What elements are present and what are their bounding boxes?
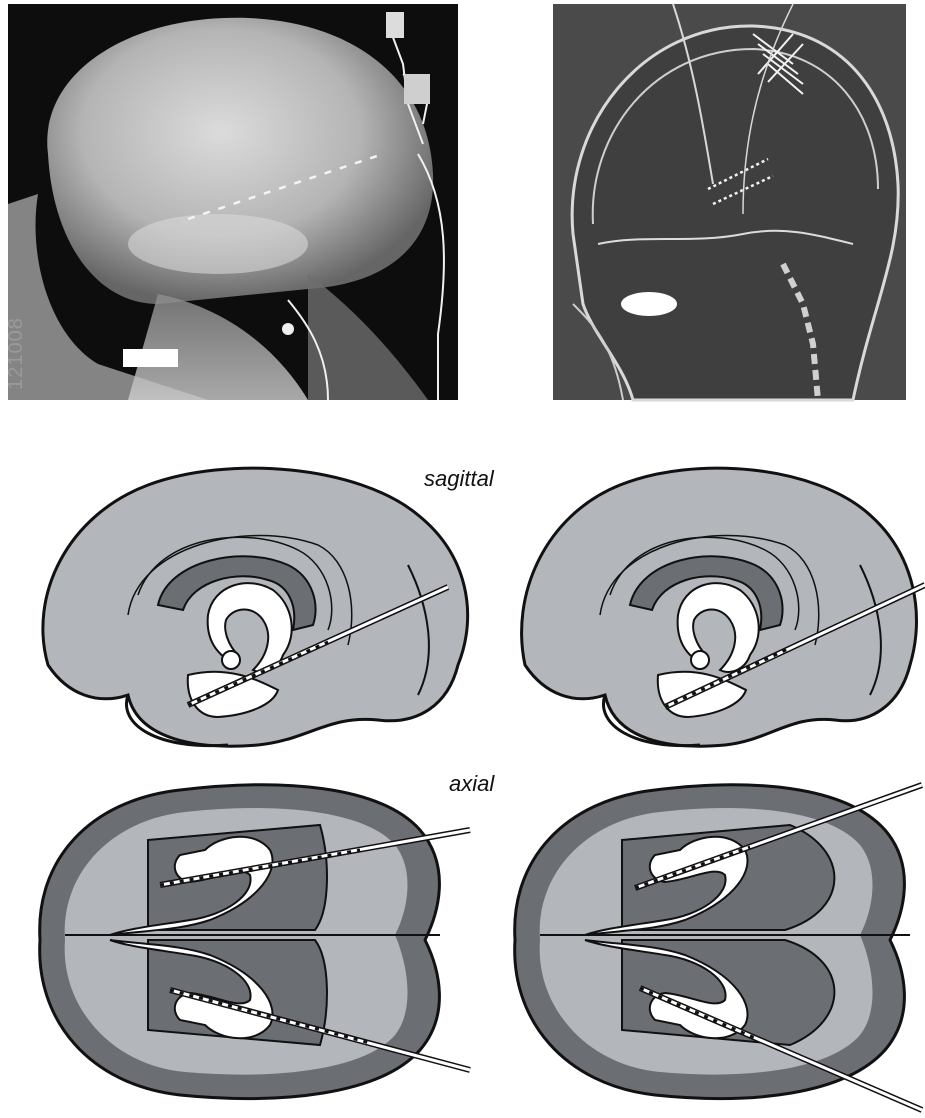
- sagittal-diagram-right: [510, 455, 925, 755]
- film-number-text: 121008: [5, 317, 28, 390]
- film-number-stamp: 121008: [8, 312, 34, 400]
- sagittal-diagram-left: [28, 455, 488, 755]
- axial-diagram-right: [510, 770, 925, 1115]
- sagittal-ct-scout: [553, 4, 906, 400]
- axial-diagram-left: [30, 770, 475, 1115]
- lateral-skull-xray: [8, 4, 458, 400]
